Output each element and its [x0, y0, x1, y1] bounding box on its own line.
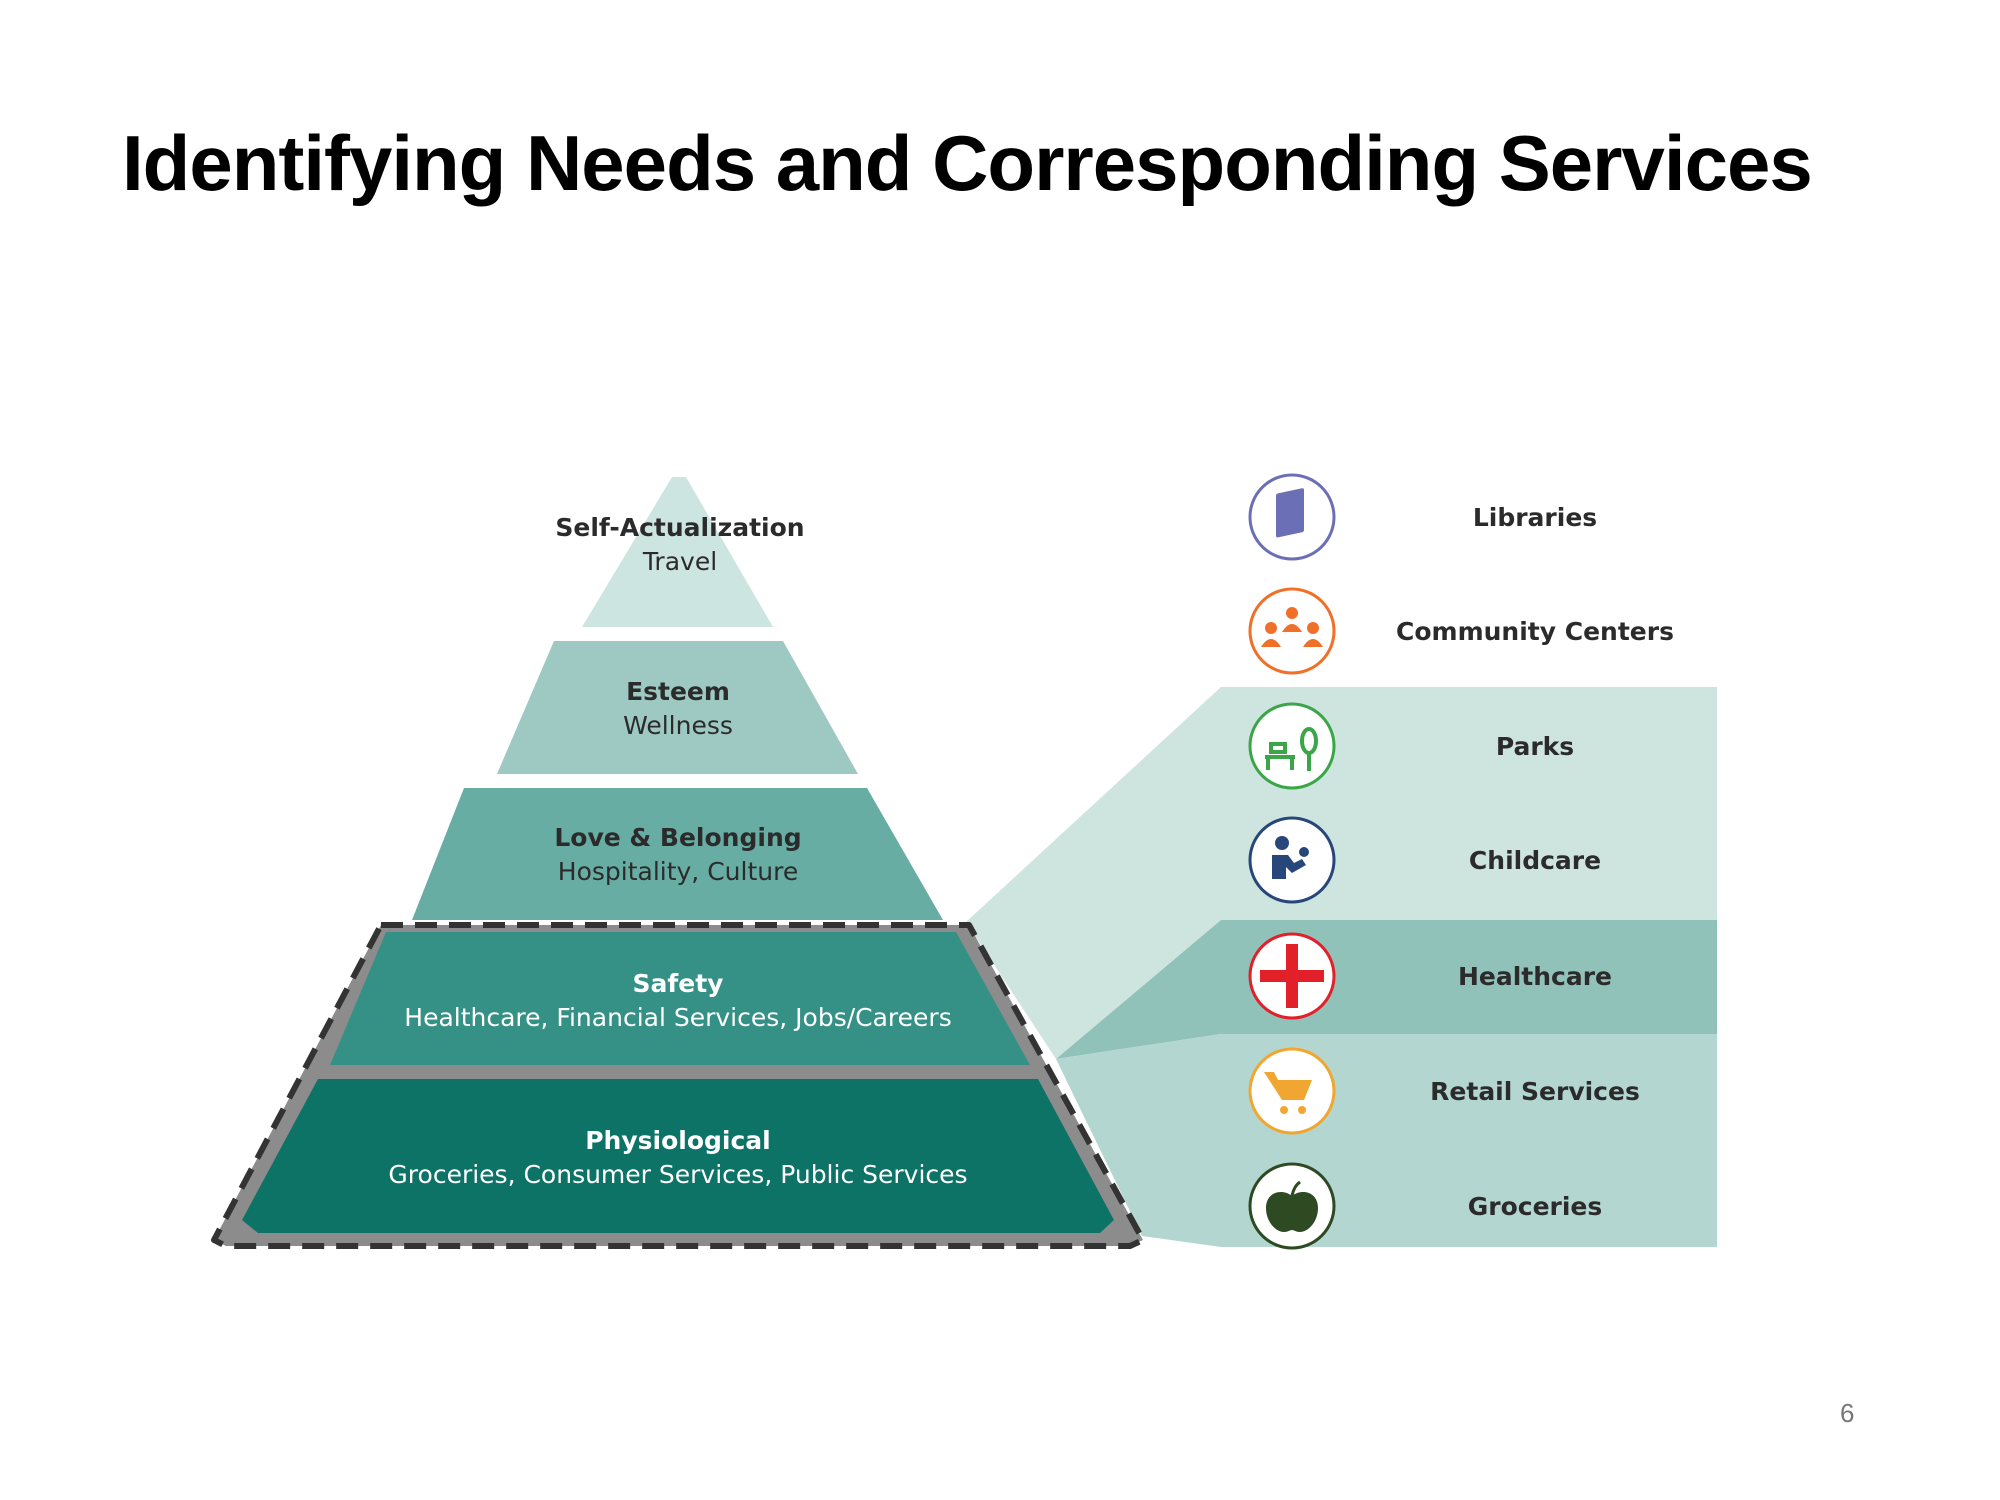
- level-physiological: [242, 1079, 1114, 1233]
- service-label: Libraries: [1473, 503, 1597, 532]
- service-label: Groceries: [1468, 1192, 1603, 1221]
- service-label: Parks: [1496, 732, 1574, 761]
- level-name: Safety: [633, 969, 724, 998]
- level-services: Healthcare, Financial Services, Jobs/Car…: [404, 1003, 951, 1032]
- service-label: Healthcare: [1458, 962, 1612, 991]
- parent-child-icon: [1248, 816, 1336, 904]
- people-group-icon: [1248, 587, 1336, 675]
- medical-cross-icon: [1248, 932, 1336, 1020]
- level-services: Wellness: [623, 711, 733, 740]
- page-number: 6: [1840, 1398, 1855, 1428]
- level-name: Self-Actualization: [555, 513, 804, 542]
- level-name: Physiological: [585, 1126, 771, 1155]
- service-label: Retail Services: [1430, 1077, 1640, 1106]
- level-services: Hospitality, Culture: [558, 857, 798, 886]
- park-bench-tree-icon: [1248, 702, 1336, 790]
- level-name: Love & Belonging: [554, 823, 801, 852]
- level-name: Esteem: [626, 677, 730, 706]
- service-label: Childcare: [1469, 846, 1601, 875]
- apple-icon: [1248, 1162, 1336, 1250]
- panel-safety: [1056, 920, 1717, 1059]
- shopping-cart-icon: [1248, 1047, 1336, 1135]
- level-esteem: [497, 641, 858, 774]
- panel-upper-needs: [966, 687, 1717, 1059]
- level-love-belonging: [412, 788, 943, 920]
- book-icon: [1248, 473, 1336, 561]
- level-self-actualization: [582, 477, 773, 627]
- level-safety: [330, 932, 1030, 1065]
- panel-physiological: [1056, 1034, 1717, 1247]
- service-label: Community Centers: [1396, 617, 1674, 646]
- level-services: Groceries, Consumer Services, Public Ser…: [388, 1160, 967, 1189]
- slide-title: Identifying Needs and Corresponding Serv…: [122, 119, 1813, 207]
- level-services: Travel: [642, 547, 717, 576]
